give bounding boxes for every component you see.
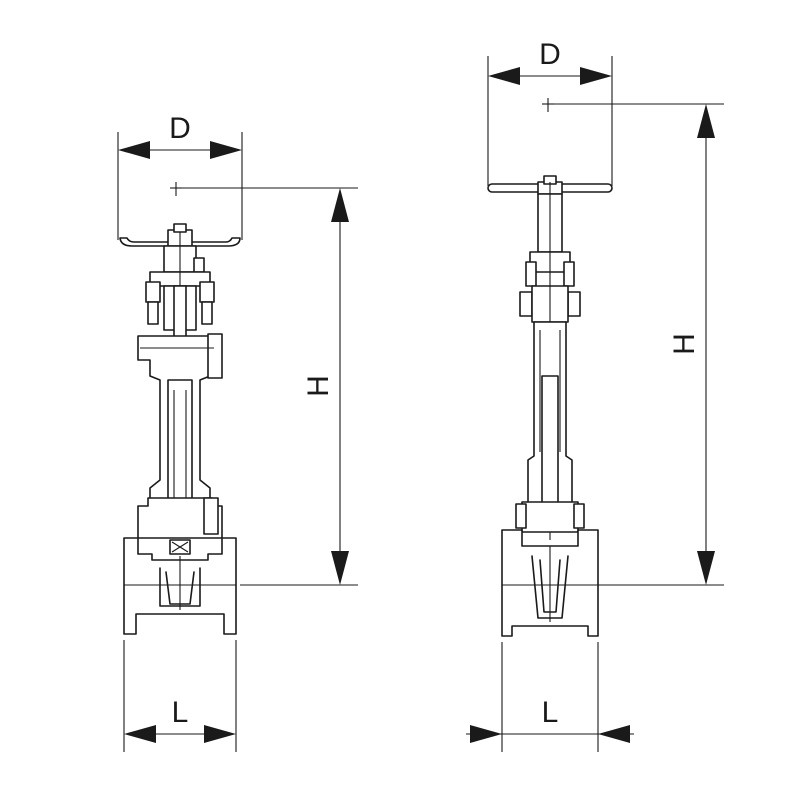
right-yoke-and-stem bbox=[519, 182, 581, 540]
left-dim-l-label: L bbox=[172, 696, 189, 729]
left-bonnet-flange bbox=[137, 497, 223, 555]
left-dimension-l: L bbox=[123, 640, 237, 752]
left-bonnet bbox=[137, 333, 223, 507]
right-dim-d-label: D bbox=[539, 38, 561, 71]
right-top-center-mark bbox=[542, 98, 554, 112]
right-dimension-h: H bbox=[548, 103, 724, 586]
right-dim-h-label: H bbox=[668, 333, 701, 355]
left-top-center-mark bbox=[170, 182, 182, 196]
left-dim-h-label: H bbox=[302, 375, 335, 397]
right-dimension-l: L bbox=[466, 642, 634, 752]
right-valve-body bbox=[501, 529, 599, 637]
left-dimension-d: D bbox=[117, 112, 243, 240]
right-valve-view: D H bbox=[466, 38, 724, 752]
right-dimension-d: D bbox=[487, 38, 613, 186]
right-bonnet-flange bbox=[515, 501, 585, 533]
right-dim-l-label: L bbox=[542, 696, 559, 729]
right-bonnet bbox=[527, 321, 573, 509]
left-dim-d-label: D bbox=[169, 112, 191, 145]
left-dimension-h: H bbox=[176, 187, 358, 586]
left-valve-body bbox=[123, 537, 237, 635]
left-valve-view: D H bbox=[117, 112, 358, 752]
